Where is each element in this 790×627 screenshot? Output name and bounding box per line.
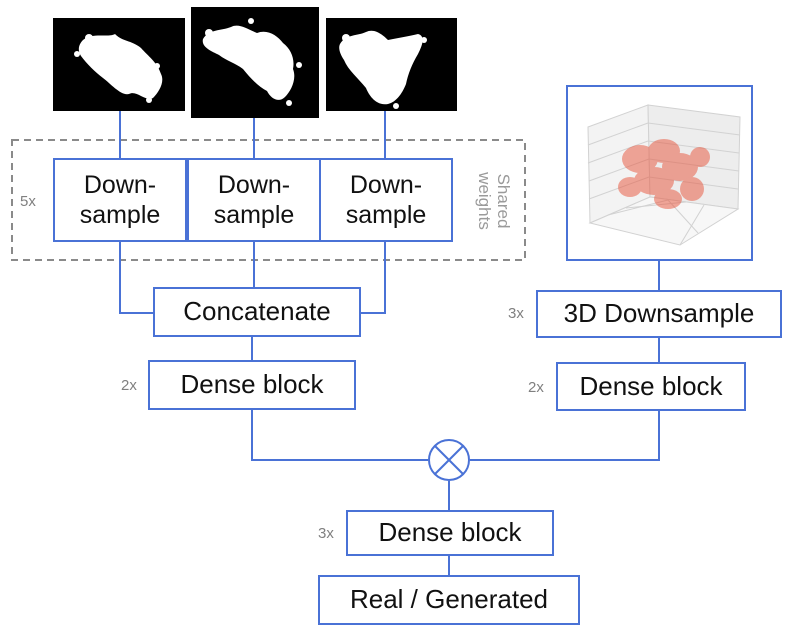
3d-volume-chart <box>587 104 741 246</box>
wire-rightdense-merge <box>470 411 660 461</box>
wire-leftdense-merge <box>251 410 428 461</box>
left-dense-repeat-label: 2x <box>121 377 137 394</box>
mask-blob-3 <box>339 30 427 109</box>
downsample-block-3: Down- sample <box>319 158 453 242</box>
downsample-repeat-label: 5x <box>20 193 36 210</box>
final-dense-repeat-label: 3x <box>318 525 334 542</box>
3d-volume-plot <box>566 85 753 261</box>
concatenate-block: Concatenate <box>153 287 361 337</box>
mask-image-2 <box>191 7 319 118</box>
right-dense-block: Dense block <box>556 362 746 411</box>
mask-blob-2 <box>202 18 302 106</box>
mask-image-1 <box>53 18 185 111</box>
3d-downsample-block: 3D Downsample <box>536 290 782 338</box>
wire-ds1-concat <box>119 242 153 314</box>
shared-weights-label: Shared weights <box>475 172 513 230</box>
wire-ds3-concat <box>361 242 386 314</box>
right-dense-repeat-label: 2x <box>528 379 544 396</box>
left-dense-block: Dense block <box>148 360 356 410</box>
mask-image-3 <box>326 18 457 111</box>
3d-downsample-repeat-label: 3x <box>508 305 524 322</box>
downsample-block-2: Down- sample <box>187 158 321 242</box>
3d-point-cloud <box>618 139 710 209</box>
merge-node <box>428 439 470 481</box>
downsample-block-1: Down- sample <box>53 158 187 242</box>
output-block: Real / Generated <box>318 575 580 625</box>
final-dense-block: Dense block <box>346 510 554 556</box>
wire-group <box>119 111 660 575</box>
mask-blob-1 <box>74 34 163 103</box>
shared-weights-group <box>11 139 526 261</box>
